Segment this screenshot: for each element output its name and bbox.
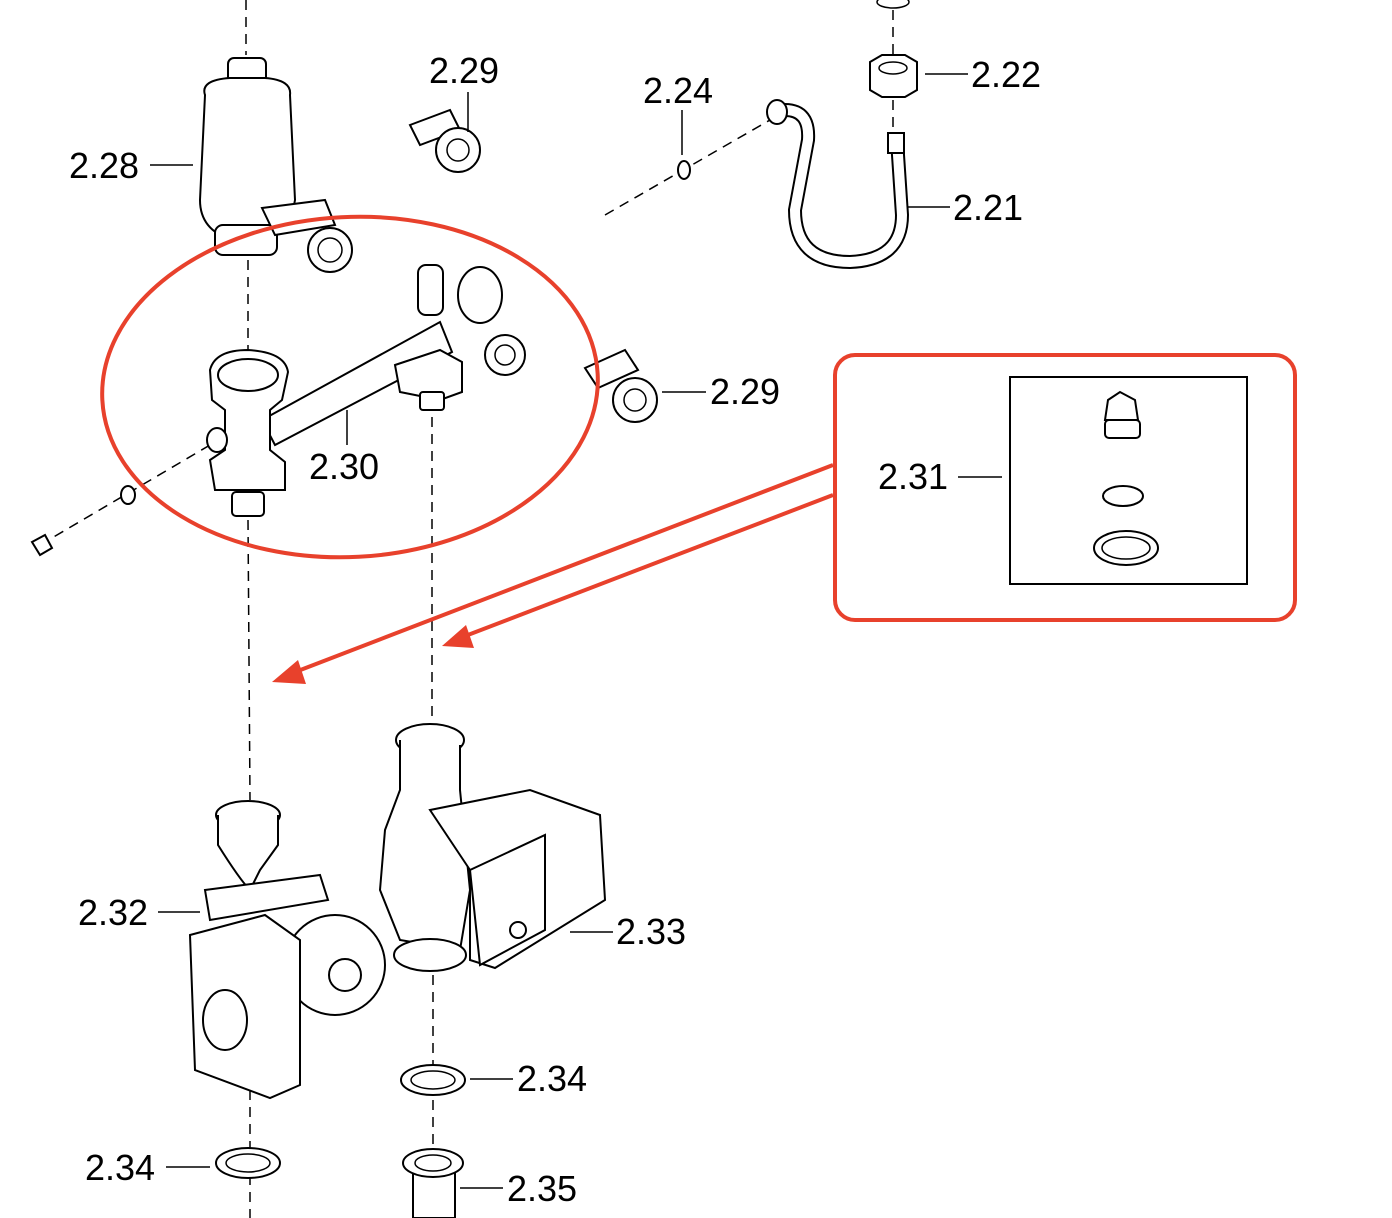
arrow-1: [289, 463, 834, 676]
label-2-32: 2.32: [78, 892, 148, 933]
label-2-24: 2.24: [643, 70, 713, 111]
label-2-21: 2.21: [953, 187, 1023, 228]
label-2-22: 2.22: [971, 54, 1041, 95]
arrow-1-head: [272, 660, 306, 684]
arrow-2: [459, 493, 834, 640]
part-2-22-nut[interactable]: [869, 0, 918, 98]
label-2-34-left: 2.34: [85, 1147, 155, 1188]
part-2-33-pump[interactable]: [378, 723, 607, 972]
part-2-28-vessel[interactable]: [198, 57, 353, 273]
highlight-box: [833, 353, 1297, 622]
assembly-axes: [39, 0, 894, 1218]
part-2-34-gasket-left[interactable]: [215, 1147, 281, 1179]
annotations: [100, 214, 1297, 684]
label-2-31: 2.31: [878, 456, 948, 497]
label-2-29-top: 2.29: [429, 50, 499, 91]
part-labels: 2.28 2.29 2.24 2.22 2.21 2.29 2.30 2.31 …: [69, 50, 1041, 1209]
part-2-35-fitting[interactable]: [402, 1148, 464, 1218]
part-2-21-pipe[interactable]: [766, 99, 910, 270]
part-2-34-gasket-right[interactable]: [400, 1064, 466, 1096]
part-2-24-ring[interactable]: [677, 160, 691, 180]
label-2-28: 2.28: [69, 145, 139, 186]
part-2-29-valve-top[interactable]: [408, 108, 481, 173]
label-2-34-right: 2.34: [517, 1058, 587, 1099]
part-2-31-kit[interactable]: [1009, 376, 1248, 585]
label-2-35: 2.35: [507, 1168, 577, 1209]
part-2-30-manifold[interactable]: [206, 264, 526, 517]
screw-and-washer[interactable]: [30, 485, 136, 557]
label-2-33: 2.33: [616, 911, 686, 952]
arrow-2-head: [442, 625, 474, 648]
part-2-32-pump[interactable]: [188, 800, 386, 1100]
label-2-30: 2.30: [309, 446, 379, 487]
highlight-ellipse: [100, 214, 600, 560]
leader-lines: [150, 73, 1002, 1189]
label-2-29-right: 2.29: [710, 371, 780, 412]
